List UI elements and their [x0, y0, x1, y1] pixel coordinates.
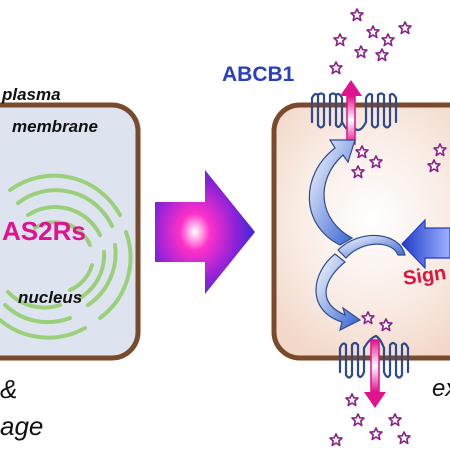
- abcb1-transporter-top: [310, 92, 398, 152]
- plasma-membrane-label-line2: membrane: [12, 117, 98, 136]
- bottom-left-label: age: [0, 411, 43, 441]
- efflux-arrow-bottom: [364, 339, 386, 408]
- drug-molecules-bottom: [329, 393, 411, 447]
- receptor-label: AS2Rs: [2, 216, 86, 246]
- plasma-membrane-label-line1: plasma: [1, 85, 61, 104]
- bottom-right-label: ex: [432, 375, 450, 402]
- endoplasmic-reticulum: [0, 173, 133, 340]
- signal-arrow: [401, 218, 450, 270]
- abcb1-transporter-bottom: [338, 334, 410, 379]
- drug-molecules-top: [329, 8, 412, 75]
- ampersand-label: &: [0, 374, 17, 404]
- transition-arrow: [155, 170, 255, 294]
- left-cell: [0, 102, 141, 361]
- transporter-label: ABCB1: [222, 63, 295, 86]
- pathway-arrows: [308, 139, 406, 332]
- nucleus-label: nucleus: [18, 288, 82, 307]
